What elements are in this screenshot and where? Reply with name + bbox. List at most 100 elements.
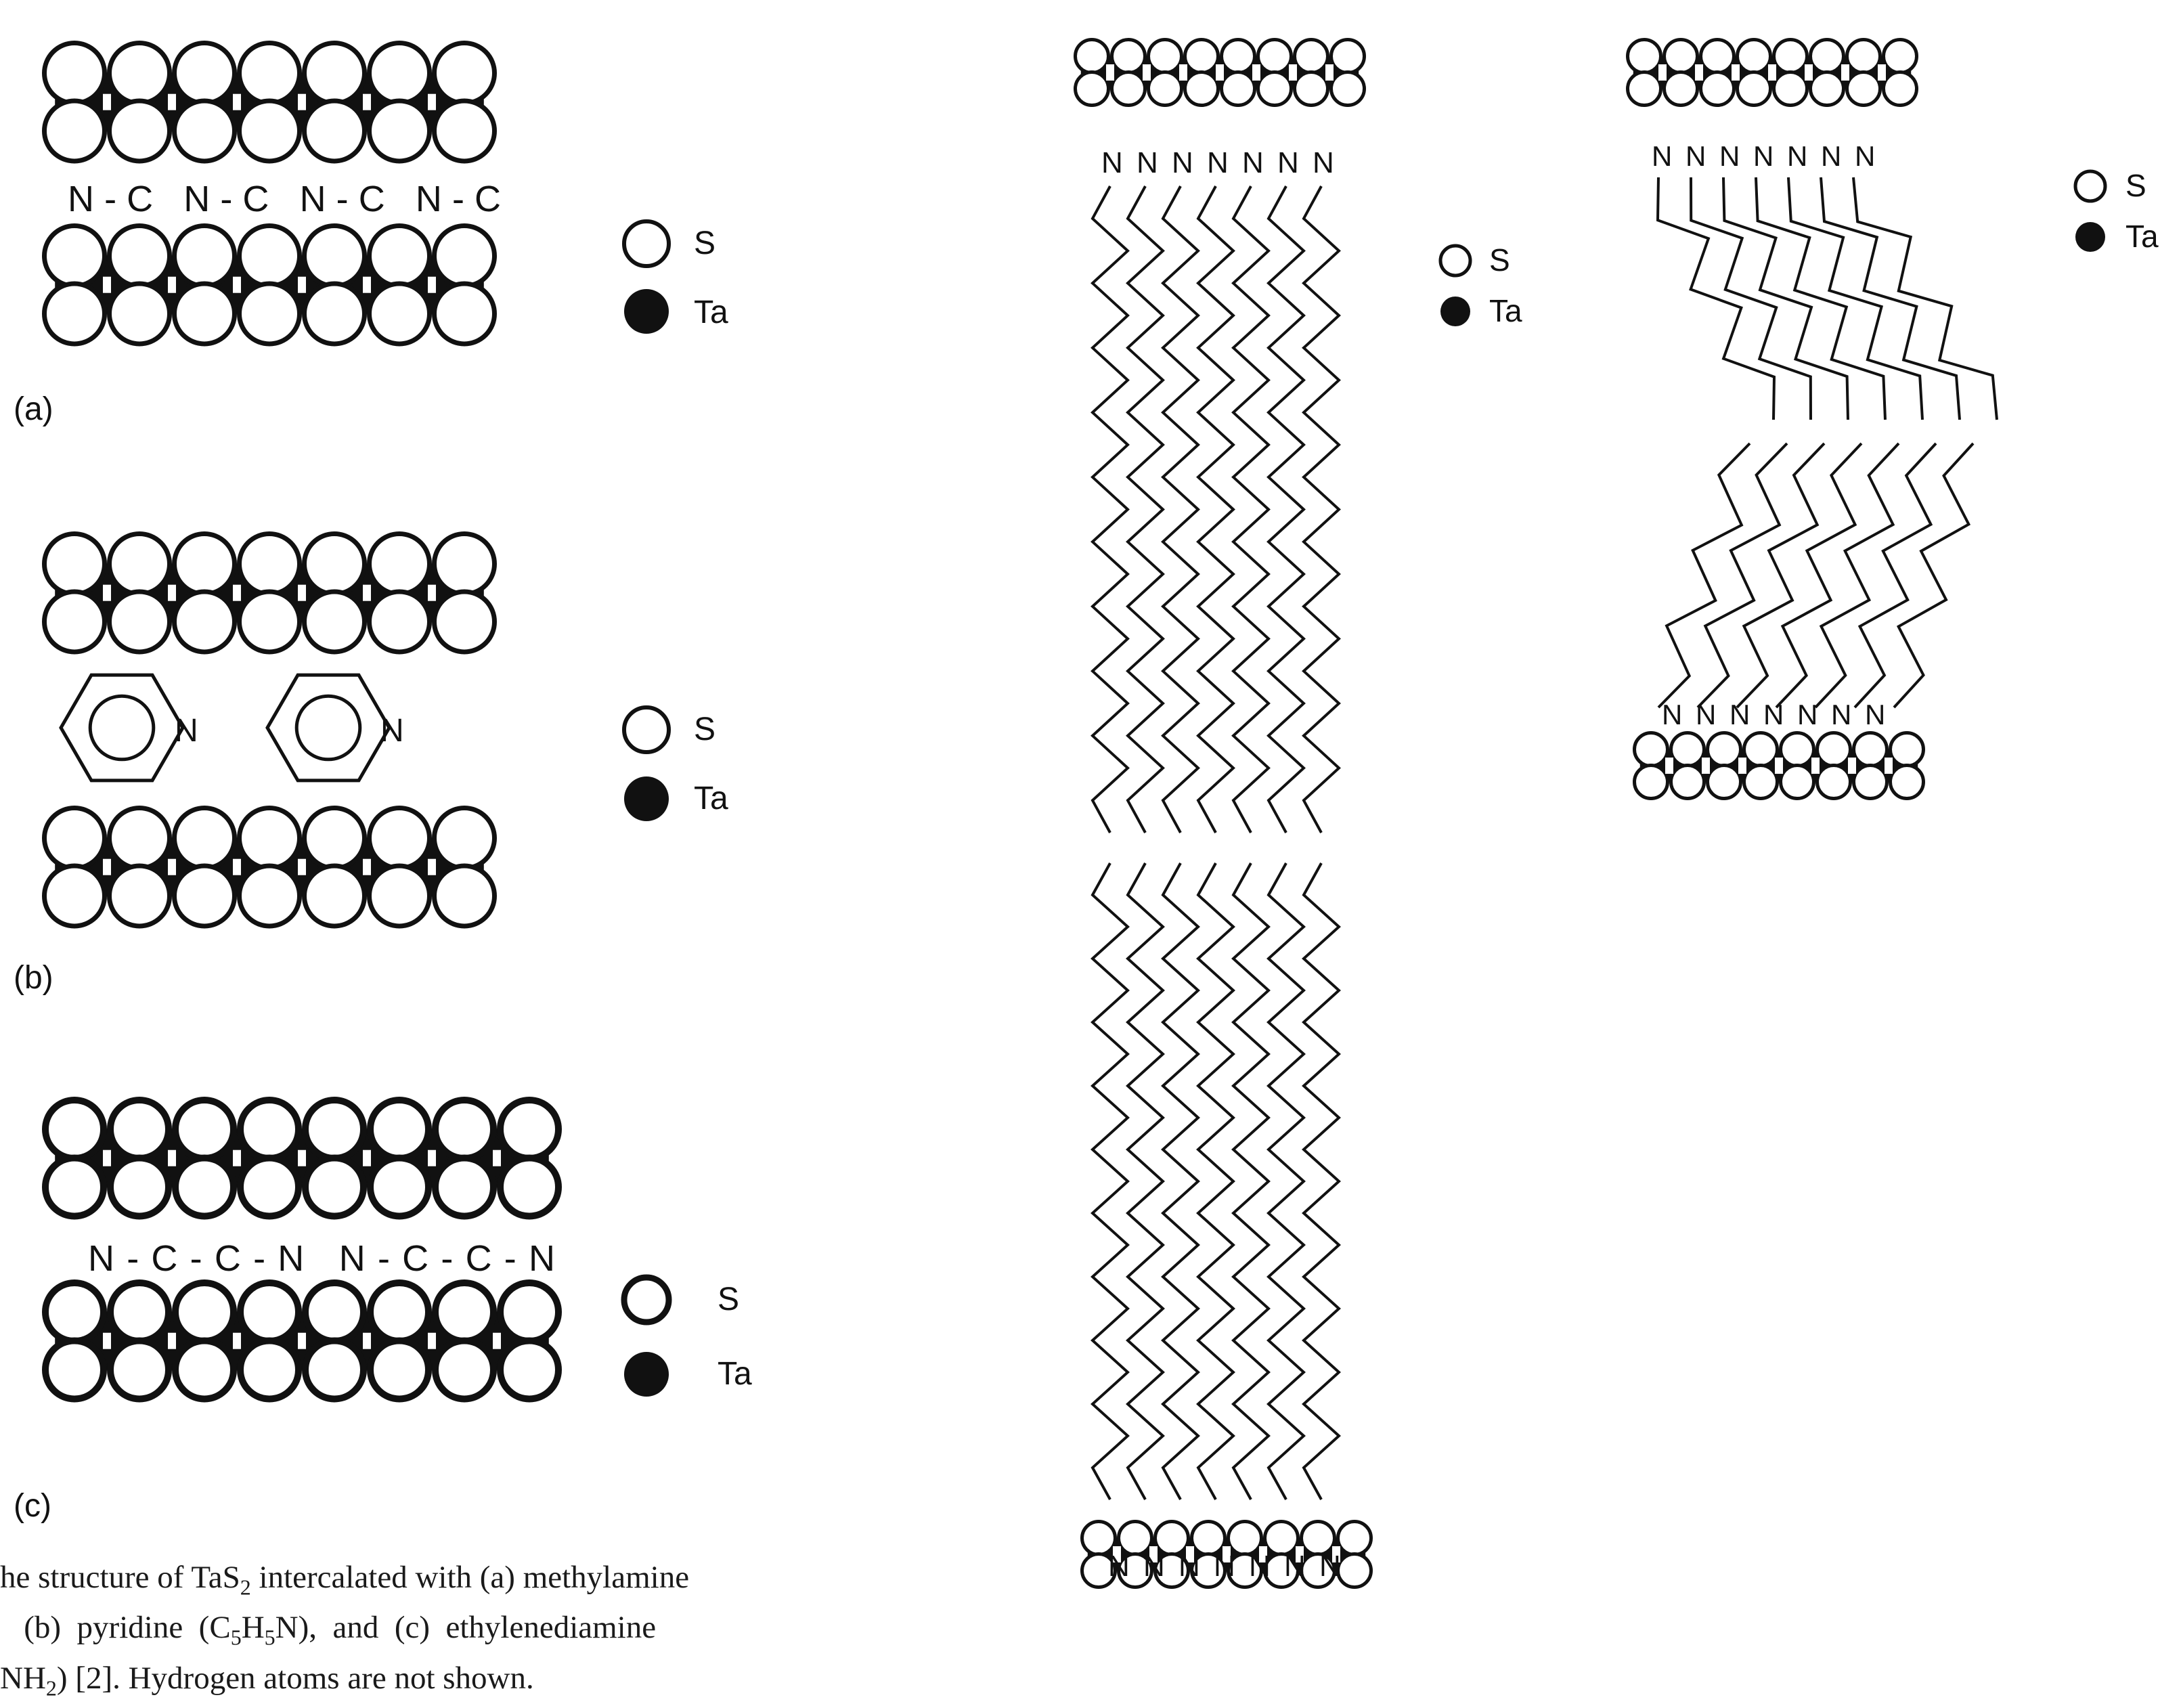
legend-c: S Ta bbox=[621, 1274, 752, 1397]
chain-nitrogen: N bbox=[1249, 1550, 1271, 1583]
ta-gap bbox=[1658, 64, 1667, 81]
s-atom bbox=[107, 41, 172, 106]
legend-s-symbol bbox=[622, 705, 671, 754]
s-atom bbox=[302, 1097, 367, 1162]
s-atom bbox=[42, 589, 107, 655]
s-atom bbox=[1110, 70, 1147, 108]
alkyl-chain bbox=[1231, 185, 1271, 833]
legend-ta-symbol bbox=[2075, 222, 2105, 252]
s-atom bbox=[1074, 38, 1110, 74]
alkyl-chain bbox=[1196, 185, 1235, 833]
alkyl-chain bbox=[1657, 442, 1751, 709]
s-atom bbox=[1263, 1552, 1300, 1590]
alkyl-chain bbox=[1231, 862, 1271, 1500]
panel-c-molecule-label: N-C-C-N N-C-C-N bbox=[88, 1238, 555, 1279]
alkyl-chain bbox=[1161, 862, 1200, 1500]
legend-s-label: S bbox=[694, 711, 715, 747]
s-atom bbox=[172, 1337, 237, 1403]
s-atom bbox=[1706, 731, 1742, 768]
tas2-layers bbox=[42, 38, 1925, 1590]
s-atom bbox=[1293, 70, 1329, 108]
alkyl-chain bbox=[1196, 862, 1235, 1500]
s-atom bbox=[42, 1154, 107, 1220]
s-atom bbox=[432, 1279, 497, 1344]
s-atom bbox=[42, 531, 107, 596]
tas2-layer bbox=[1633, 731, 1925, 801]
ta-gap bbox=[1768, 64, 1776, 81]
s-atom bbox=[42, 1279, 107, 1344]
legend-ta-label: Ta bbox=[718, 1356, 752, 1392]
ta-gap bbox=[363, 858, 371, 875]
ta-gap bbox=[298, 276, 306, 293]
legend-ta-label: Ta bbox=[694, 294, 728, 330]
s-atom bbox=[1183, 70, 1220, 108]
s-atom bbox=[367, 1337, 432, 1403]
s-atom bbox=[237, 1154, 302, 1220]
s-atom bbox=[1626, 70, 1662, 108]
s-atom bbox=[172, 1097, 237, 1162]
alkyl-chain bbox=[1161, 185, 1200, 833]
ta-gap bbox=[233, 276, 241, 293]
ta-gap bbox=[233, 1149, 241, 1166]
s-atom bbox=[237, 589, 302, 655]
chain-nitrogen: N bbox=[1696, 699, 1716, 730]
ta-gap bbox=[298, 1149, 306, 1166]
legend-ta-label: Ta bbox=[1489, 293, 1522, 328]
chain-nitrogen: N bbox=[1172, 146, 1193, 179]
ring-hexagon bbox=[59, 673, 185, 783]
ta-gap bbox=[168, 276, 176, 293]
s-atom bbox=[1889, 764, 1925, 801]
alkyl-chain bbox=[1302, 185, 1341, 833]
ta-gap bbox=[428, 276, 436, 293]
tas2-layer bbox=[42, 41, 497, 164]
ta-gap bbox=[1702, 758, 1710, 774]
s-atom bbox=[1633, 764, 1669, 801]
chain-nitrogen: N bbox=[1242, 146, 1264, 179]
s-atom bbox=[302, 281, 367, 347]
s-atom bbox=[237, 41, 302, 106]
ta-gap bbox=[1732, 64, 1740, 81]
chain-nitrogen: N bbox=[1787, 140, 1807, 172]
s-atom bbox=[302, 41, 367, 106]
panel-b-ring-n-1: N bbox=[175, 713, 198, 749]
ta-gap bbox=[493, 1149, 501, 1166]
alkyl-chain bbox=[1266, 862, 1306, 1500]
chain-nitrogen: N bbox=[1214, 1550, 1235, 1583]
s-atom bbox=[1662, 70, 1699, 108]
panel-a-molecule-label: N-C N-C N-C N-C bbox=[68, 179, 501, 219]
s-atom bbox=[302, 863, 367, 929]
alkyl-chain bbox=[1656, 177, 1776, 420]
ta-gap bbox=[103, 276, 111, 293]
s-atom bbox=[432, 281, 497, 347]
s-atom bbox=[302, 589, 367, 655]
s-atom bbox=[302, 1154, 367, 1220]
s-atom bbox=[107, 1337, 172, 1403]
ta-gap bbox=[428, 1332, 436, 1349]
s-atom bbox=[107, 98, 172, 164]
ta-gap bbox=[1186, 1546, 1194, 1563]
s-atom bbox=[237, 1337, 302, 1403]
chain-nitrogen: N bbox=[1652, 140, 1672, 172]
ta-gap bbox=[1259, 1546, 1267, 1563]
legend-a: S Ta bbox=[622, 219, 728, 334]
s-atom bbox=[107, 531, 172, 596]
s-atom bbox=[432, 1154, 497, 1220]
ta-gap bbox=[428, 1149, 436, 1166]
ta-gap bbox=[363, 276, 371, 293]
alkyl-chain bbox=[1736, 442, 1826, 709]
chain-nitrogen: N bbox=[1662, 699, 1682, 730]
chain-nitrogen: N bbox=[1101, 146, 1123, 179]
pyridine-ring bbox=[265, 673, 391, 783]
s-atom bbox=[1183, 38, 1220, 74]
s-atom bbox=[237, 98, 302, 164]
s-atom bbox=[172, 1279, 237, 1344]
alkyl-chain bbox=[1814, 442, 1900, 709]
legend-s-symbol bbox=[1438, 244, 1472, 278]
alkyl-chain bbox=[1696, 442, 1788, 709]
s-atom bbox=[367, 806, 432, 871]
s-atom bbox=[367, 531, 432, 596]
ta-gap bbox=[168, 1149, 176, 1166]
s-atom bbox=[237, 1097, 302, 1162]
chain-nitrogen: N bbox=[1797, 699, 1818, 730]
pyridine-rings bbox=[59, 673, 391, 783]
